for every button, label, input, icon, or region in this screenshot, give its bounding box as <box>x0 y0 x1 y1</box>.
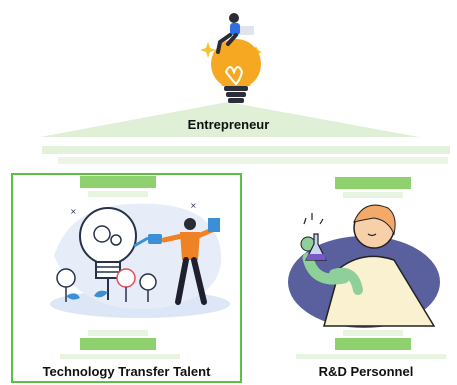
left-pillar-footing <box>60 354 180 359</box>
right-pillar-cap <box>335 177 411 189</box>
right-pillar-top-band <box>343 192 403 198</box>
left-pillar-label: Technology Transfer Talent <box>42 364 211 379</box>
lightbulb-with-person-icon <box>200 13 262 103</box>
svg-text:×: × <box>70 207 77 216</box>
svg-text:×: × <box>190 201 197 210</box>
right-pillar-footing <box>296 354 446 359</box>
left-pillar-cap <box>80 176 156 188</box>
left-pillar-selection-border[interactable] <box>11 173 242 383</box>
left-pillar-top-band <box>88 191 148 197</box>
scientist-illustration <box>288 204 440 328</box>
left-pillar-bottom-band <box>88 330 148 336</box>
right-pillar-bottom-band <box>343 330 403 336</box>
right-pillar-label: R&D Personnel <box>318 364 414 379</box>
left-pillar-base <box>80 338 156 350</box>
entrepreneur-label: Entrepreneur <box>187 117 270 132</box>
innovation-growth-illustration: × × <box>50 201 230 318</box>
right-pillar-base <box>335 338 411 350</box>
